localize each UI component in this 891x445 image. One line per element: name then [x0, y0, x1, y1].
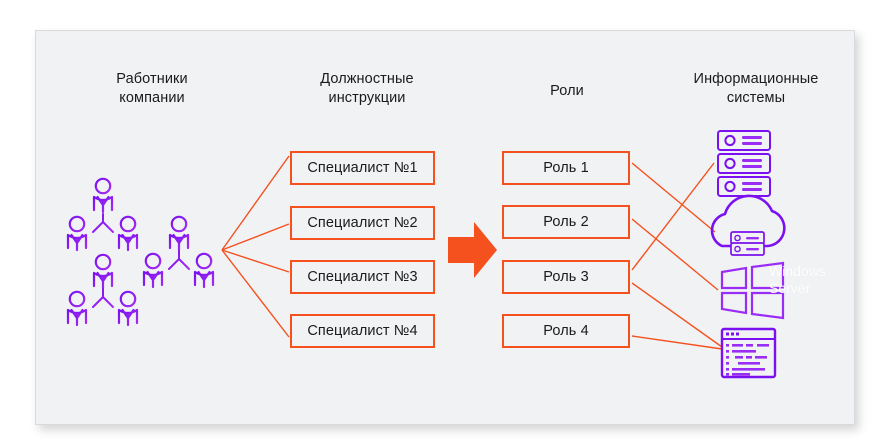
- orange-right-arrow: [448, 222, 497, 278]
- people-to-jobs-connectors: [221, 155, 290, 338]
- cloud-server-icon: [710, 194, 786, 256]
- connector-role2-windows: [631, 218, 719, 291]
- connector-people-job4: [221, 249, 290, 338]
- employee-group-3: [142, 215, 215, 289]
- job-box-3[interactable]: Специалист №3: [290, 260, 435, 294]
- connector-role4-code: [631, 335, 723, 350]
- code-window-icon: [720, 327, 777, 379]
- connector-people-job3: [221, 249, 290, 273]
- role-box-2[interactable]: Роль 2: [502, 205, 630, 239]
- column-title-information-systems: Информационные системы: [693, 71, 819, 106]
- job-box-2[interactable]: Специалист №2: [290, 206, 435, 240]
- employee-group-2: [66, 253, 139, 327]
- server-rack-icon: [717, 130, 771, 197]
- role-box-4[interactable]: Роль 4: [502, 314, 630, 348]
- connector-role1-cloud: [631, 162, 716, 233]
- connector-role3-servers: [631, 162, 715, 271]
- roles-to-systems-connectors: [631, 162, 723, 350]
- job-box-1[interactable]: Специалист №1: [290, 151, 435, 185]
- column-title-job-descriptions: Должностные инструкции: [320, 71, 414, 106]
- role-box-3[interactable]: Роль 3: [502, 260, 630, 294]
- windows-server-icon: [720, 261, 785, 320]
- connector-role3-code: [631, 282, 723, 348]
- role-box-1[interactable]: Роль 1: [502, 151, 630, 185]
- column-title-employees: Работники компании: [116, 71, 188, 106]
- connector-people-job1: [221, 155, 290, 251]
- employee-group-1: [66, 177, 139, 252]
- connector-people-job2: [221, 223, 290, 251]
- job-box-4[interactable]: Специалист №4: [290, 314, 435, 348]
- column-title-roles: Роли: [550, 83, 584, 99]
- windows-server-label: Windows Server: [769, 263, 826, 296]
